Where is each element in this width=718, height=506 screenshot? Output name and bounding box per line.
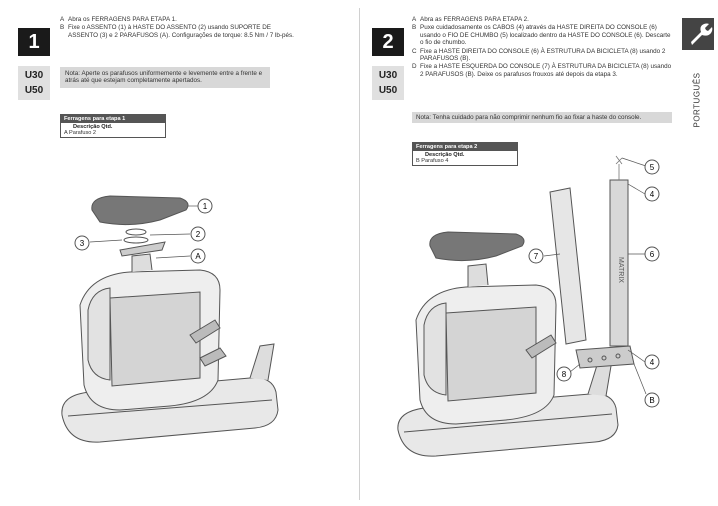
hardware-header: Ferragens para etapa 2 <box>413 143 517 151</box>
callout-4-top: 4 <box>650 190 655 199</box>
step-2-callouts: 5 4 6 7 4 8 B <box>528 157 660 408</box>
step-1-badge: 1 <box>18 28 50 56</box>
callout-3: 3 <box>80 239 85 248</box>
step-2-note: Nota: Tenha cuidado para não comprimir n… <box>412 112 672 124</box>
page-divider <box>359 8 360 500</box>
step-2-badge: 2 <box>372 28 404 56</box>
callout-8: 8 <box>562 370 567 379</box>
callout-B: B <box>649 396 654 405</box>
callout-2: 2 <box>196 230 201 239</box>
step-2-models: U30 U50 <box>372 66 404 100</box>
hardware-item: B Parafuso 4 <box>416 158 449 164</box>
model-label: U30 <box>378 70 398 81</box>
language-label: PORTUGUÊS <box>692 72 702 128</box>
step-1-models: U30 U50 <box>18 66 50 100</box>
hardware-item: A Parafuso 2 <box>64 130 97 136</box>
callout-6: 6 <box>650 250 655 259</box>
callout-7: 7 <box>534 252 539 261</box>
wrench-icon <box>682 18 714 50</box>
hardware-column-header: Descrição Qtd. <box>73 124 113 130</box>
model-label: U50 <box>24 85 44 96</box>
step-1-note: Nota: Aperte os parafusos uniformemente … <box>60 67 270 88</box>
model-label: U50 <box>378 85 398 96</box>
callout-5: 5 <box>650 163 655 172</box>
step-1-hardware-table: Ferragens para etapa 1 Descrição Qtd. A … <box>60 114 166 138</box>
mast-brand-logo: MATRIX <box>617 257 624 283</box>
hardware-column-header: Descrição Qtd. <box>425 152 465 158</box>
step-1-bike-illustration: 1 2 3 A <box>61 195 279 443</box>
callout-A: A <box>195 252 201 261</box>
step-1-callouts: 1 2 3 A <box>74 198 213 264</box>
callout-1: 1 <box>203 202 208 211</box>
hardware-header: Ferragens para etapa 1 <box>61 115 165 123</box>
language-tab: PORTUGUÊS <box>690 60 704 140</box>
callout-4-bottom: 4 <box>650 358 655 367</box>
step-2-hardware-table: Ferragens para etapa 2 Descrição Qtd. B … <box>412 142 518 166</box>
step-2-bike-illustration: MATRIX 5 4 <box>397 155 660 457</box>
model-label: U30 <box>24 70 44 81</box>
